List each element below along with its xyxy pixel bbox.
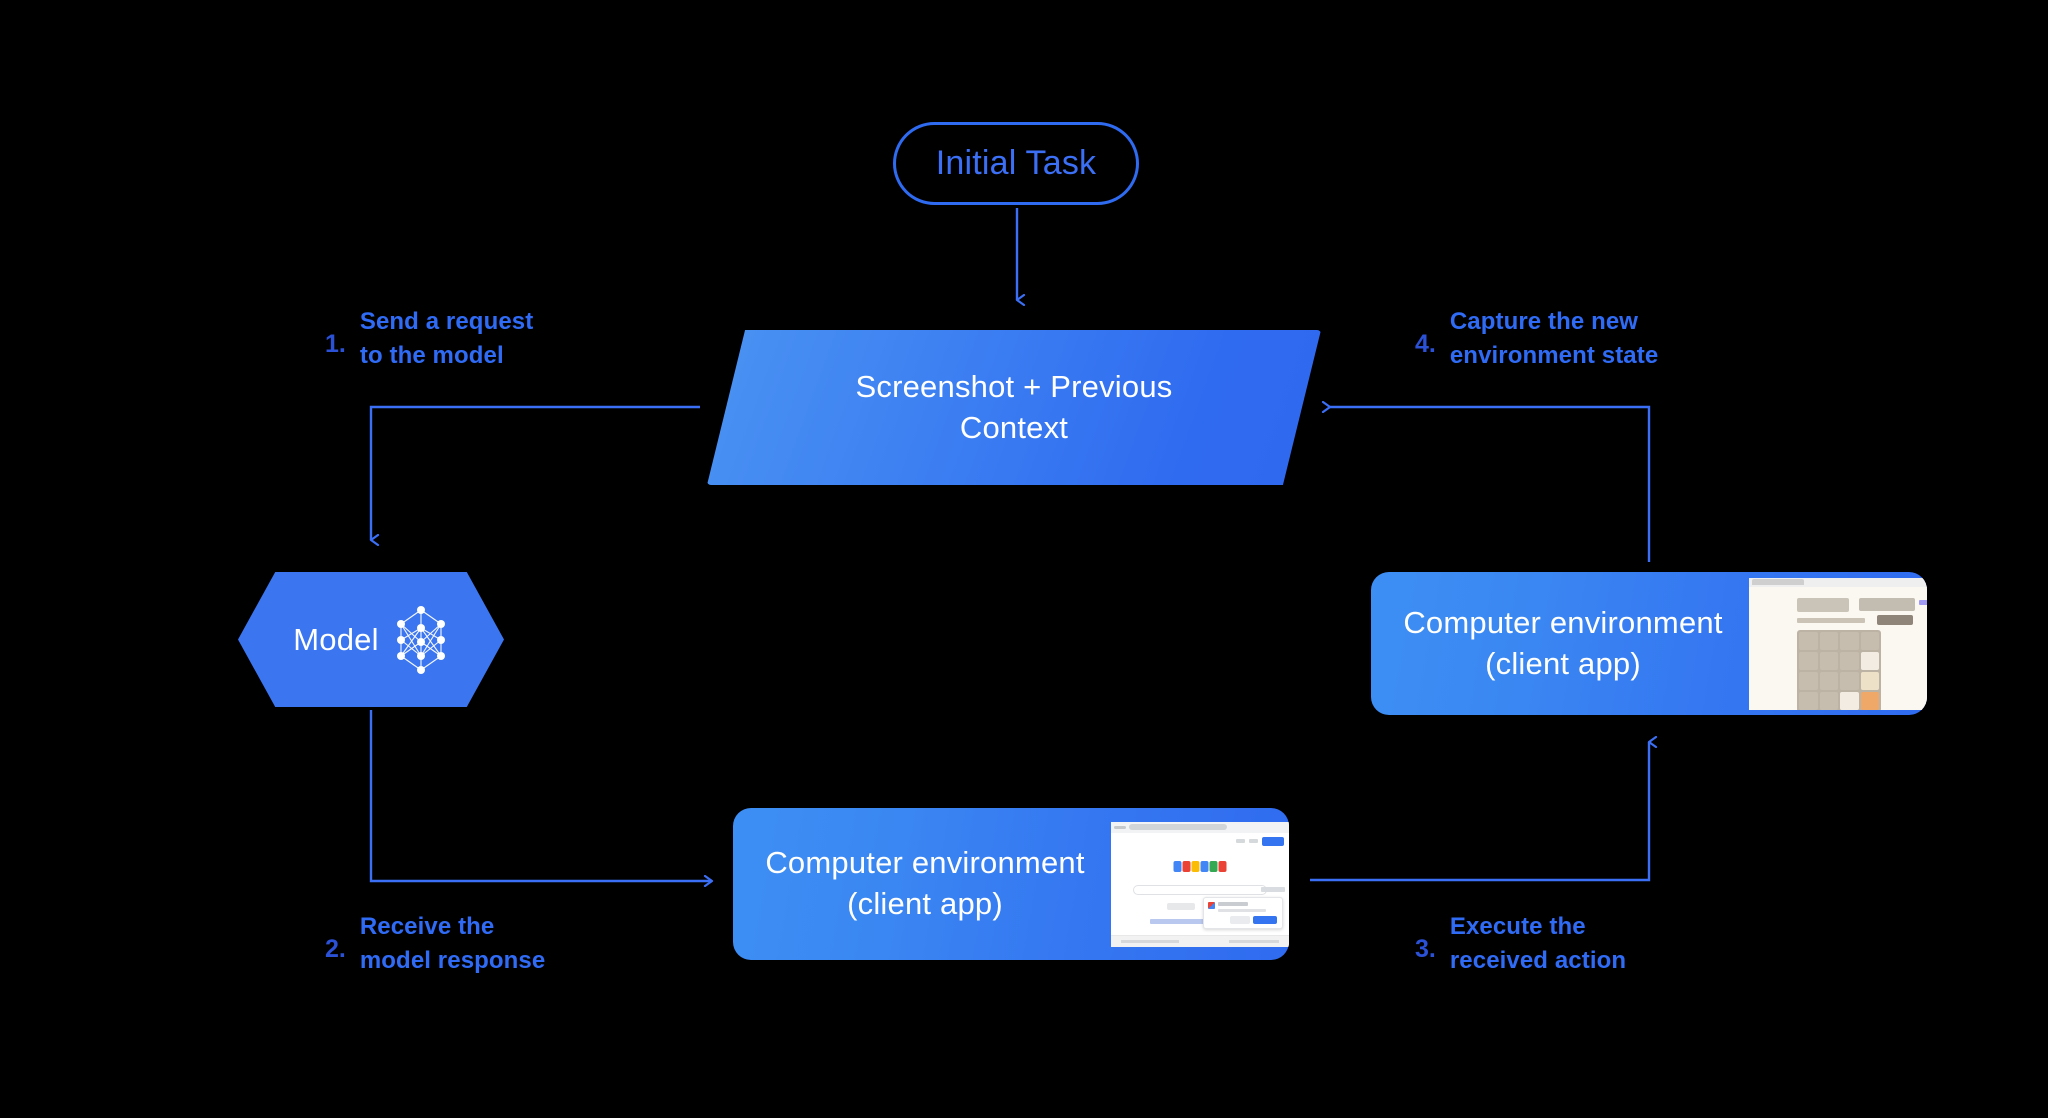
grid-cell bbox=[1799, 651, 1818, 670]
grid-cell bbox=[1840, 651, 1859, 670]
sign-in-button[interactable] bbox=[1262, 836, 1284, 846]
google-logo bbox=[1173, 860, 1227, 872]
game-grid bbox=[1797, 629, 1881, 710]
thumbnail-browser-tab bbox=[1752, 579, 1804, 585]
connector-client-to-environment bbox=[1310, 742, 1649, 882]
browser-popup-dialog[interactable] bbox=[1203, 896, 1283, 929]
initial-task-label: Initial Task bbox=[935, 144, 1097, 182]
google-footer bbox=[1111, 934, 1289, 947]
computer-environment-bottom-label: Computer environment (client app) bbox=[741, 843, 1109, 925]
grid-cell bbox=[1860, 631, 1879, 650]
gmail-link[interactable] bbox=[1236, 839, 1245, 843]
google-search-input[interactable] bbox=[1133, 884, 1267, 895]
context-node[interactable]: Screenshot + Previous Context bbox=[707, 330, 1321, 485]
google-search-button[interactable] bbox=[1167, 902, 1195, 910]
step-1-text: Send a request to the model bbox=[359, 308, 534, 370]
thumbnail-google-search[interactable] bbox=[1111, 821, 1289, 947]
game-logo bbox=[1797, 597, 1849, 612]
grid-cell bbox=[1840, 631, 1859, 650]
google-top-nav bbox=[1236, 836, 1284, 846]
step-4-text: Capture the new environment state bbox=[1449, 308, 1659, 370]
computer-environment-bottom-line2: (client app) bbox=[847, 886, 1003, 921]
grid-cell bbox=[1799, 691, 1818, 710]
popup-title bbox=[1218, 901, 1248, 906]
thumbnail-2048-game[interactable] bbox=[1749, 577, 1927, 710]
context-node-label: Screenshot + Previous Context bbox=[707, 330, 1321, 485]
grid-cell bbox=[1819, 651, 1838, 670]
computer-environment-node-top[interactable]: Computer environment (client app) bbox=[1371, 572, 1927, 715]
header-links bbox=[1919, 599, 1927, 605]
step-2-annotation: 2. Receive the model response bbox=[325, 910, 545, 978]
grid-cell-tile bbox=[1860, 691, 1879, 710]
step-2-text: Receive the model response bbox=[359, 913, 546, 975]
initial-task-node[interactable]: Initial Task bbox=[893, 122, 1139, 205]
grid-cell bbox=[1799, 631, 1818, 650]
new-game-button[interactable] bbox=[1877, 614, 1913, 625]
connector-context-to-model bbox=[369, 405, 700, 540]
step-3-number: 3. bbox=[1415, 935, 1436, 963]
footer-links-right bbox=[1229, 939, 1279, 943]
grid-cell bbox=[1799, 671, 1818, 690]
connector-model-to-client bbox=[369, 710, 712, 881]
popup-confirm-button[interactable] bbox=[1253, 915, 1277, 924]
computer-environment-top-line2: (client app) bbox=[1485, 645, 1641, 681]
game-subtitle bbox=[1797, 617, 1865, 623]
popup-cancel-button[interactable] bbox=[1230, 915, 1250, 924]
computer-environment-bottom-line1: Computer environment bbox=[765, 845, 1085, 881]
thumbnail-page-body bbox=[1749, 586, 1927, 710]
images-link[interactable] bbox=[1249, 839, 1258, 843]
browser-url-bar[interactable] bbox=[1129, 824, 1227, 830]
computer-environment-top-line1: Computer environment bbox=[1403, 604, 1723, 640]
computer-environment-top-label: Computer environment (client app) bbox=[1379, 603, 1747, 685]
grid-cell bbox=[1819, 691, 1838, 710]
step-4-number: 4. bbox=[1415, 330, 1436, 358]
grid-cell bbox=[1840, 671, 1859, 690]
popup-body-text bbox=[1218, 908, 1266, 912]
model-node[interactable]: Model bbox=[238, 572, 504, 707]
footer-links-left bbox=[1121, 939, 1179, 943]
score-boxes bbox=[1859, 597, 1915, 611]
popup-icon bbox=[1208, 901, 1215, 909]
grid-cell bbox=[1819, 671, 1838, 690]
computer-environment-node-bottom[interactable]: Computer environment (client app) bbox=[733, 808, 1289, 960]
step-1-annotation: 1. Send a request to the model bbox=[325, 305, 533, 373]
grid-cell-tile bbox=[1840, 691, 1859, 710]
context-node-line2: Context bbox=[959, 409, 1069, 445]
step-3-text: Execute the received action bbox=[1449, 913, 1627, 975]
step-2-number: 2. bbox=[325, 935, 346, 963]
model-node-label: Model bbox=[293, 621, 379, 657]
step-3-annotation: 3. Execute the received action bbox=[1415, 910, 1626, 978]
search-input-icons bbox=[1261, 886, 1285, 892]
step-1-number: 1. bbox=[325, 330, 346, 358]
grid-cell-tile bbox=[1860, 651, 1879, 670]
step-4-annotation: 4. Capture the new environment state bbox=[1415, 305, 1658, 373]
grid-cell-tile bbox=[1860, 671, 1879, 690]
context-node-shape bbox=[707, 330, 1321, 485]
context-node-line1: Screenshot + Previous bbox=[855, 368, 1173, 404]
language-options[interactable] bbox=[1150, 918, 1250, 924]
browser-nav-buttons bbox=[1114, 825, 1126, 829]
connector-environment-to-context bbox=[1330, 407, 1651, 562]
model-node-shape bbox=[238, 572, 504, 707]
grid-cell bbox=[1819, 631, 1838, 650]
neural-network-icon bbox=[396, 605, 445, 674]
google-page-body bbox=[1111, 832, 1289, 947]
